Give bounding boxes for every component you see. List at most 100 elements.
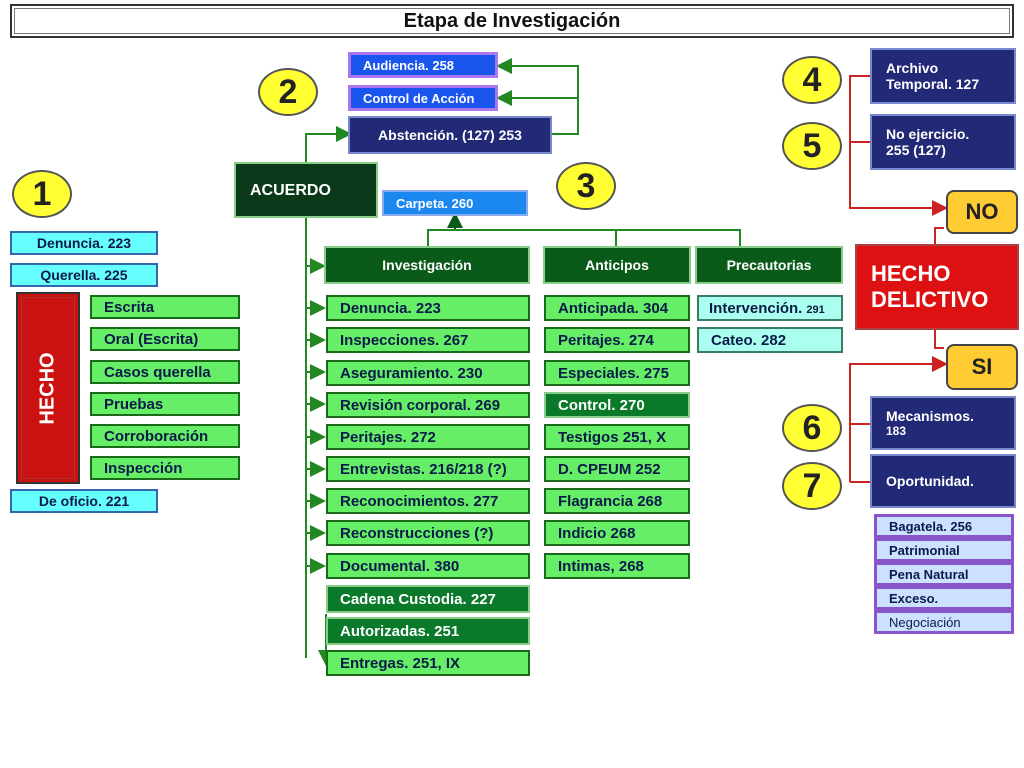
badge-one: 1	[12, 170, 72, 218]
intervencion-box: Intervención. 291	[697, 295, 843, 321]
si-badge: SI	[946, 344, 1018, 390]
ant-item-4: Testigos 251, X	[544, 424, 690, 450]
inv-item-label: Entregas. 251, IX	[340, 654, 461, 672]
badge-three: 3	[556, 162, 616, 210]
inv-item-label: Revisión corporal. 269	[340, 396, 501, 414]
anticipos-header: Anticipos	[543, 246, 691, 284]
form-oral: Oral (Escrita)	[90, 327, 240, 351]
inv-item-7: Reconstrucciones (?)	[326, 520, 530, 546]
ant-item-label: Indicio 268	[558, 524, 636, 542]
oportunidad-item-3: Exceso.	[874, 586, 1014, 610]
oportunidad-item-label: Pena Natural	[889, 566, 969, 582]
ant-item-label: Testigos 251, X	[558, 428, 667, 446]
badge-five: 5	[782, 122, 842, 170]
ant-item-7: Indicio 268	[544, 520, 690, 546]
mecanismos-box: Mecanismos. 183	[870, 396, 1016, 450]
badge-four: 4	[782, 56, 842, 104]
no-label: NO	[965, 199, 999, 224]
ant-item-label: Flagrancia 268	[558, 492, 663, 510]
inv-item-label: Autorizadas. 251	[340, 622, 460, 640]
badge-six: 6	[782, 404, 842, 452]
inv-item-label: Peritajes. 272	[340, 428, 436, 446]
hecho-delictivo-box: HECHO DELICTIVO	[855, 244, 1019, 330]
cateo-label: Cateo. 282	[711, 331, 787, 349]
oportunidad-item-4: Negociación	[874, 610, 1014, 634]
oportunidad-item-label: Negociación	[889, 614, 961, 630]
archivo-label: Archivo	[886, 60, 939, 76]
precautorias-header-label: Precautorias	[726, 257, 812, 273]
archivo-temporal-box: Archivo Temporal. 127	[870, 48, 1016, 104]
form-label: Oral (Escrita)	[104, 330, 199, 348]
ant-item-label: Especiales. 275	[558, 364, 669, 382]
form-label: Escrita	[104, 298, 155, 316]
form-escrita: Escrita	[90, 295, 240, 319]
ant-item-3: Control. 270	[544, 392, 690, 418]
inv-item-6: Reconocimientos. 277	[326, 488, 530, 514]
hecho-delictivo-label-1: HECHO	[871, 261, 951, 286]
hecho-label: HECHO	[36, 351, 59, 425]
intervencion-number: 291	[806, 304, 825, 316]
oportunidad-item-0: Bagatela. 256	[874, 514, 1014, 538]
mecanismos-number: 183	[886, 424, 907, 438]
inv-item-label: Documental. 380	[340, 557, 460, 575]
inv-item-label: Aseguramiento. 230	[340, 364, 483, 382]
inv-item-5: Entrevistas. 216/218 (?)	[326, 456, 530, 482]
hecho-delictivo-label-2: DELICTIVO	[871, 287, 989, 312]
inv-item-label: Reconstrucciones (?)	[340, 524, 494, 542]
form-pruebas: Pruebas	[90, 392, 240, 416]
investigacion-header-label: Investigación	[382, 257, 472, 273]
abstencion-box: Abstención. (127) 253	[348, 116, 552, 154]
form-inspeccion: Inspección	[90, 456, 240, 480]
form-casos-querella: Casos querella	[90, 360, 240, 384]
acuerdo-box: ACUERDO	[234, 162, 378, 218]
inv-item-1: Inspecciones. 267	[326, 327, 530, 353]
no-badge: NO	[946, 190, 1018, 234]
ant-item-8: Intimas, 268	[544, 553, 690, 579]
ant-item-2: Especiales. 275	[544, 360, 690, 386]
oportunidad-item-label: Bagatela. 256	[889, 518, 973, 534]
de-oficio-box: De oficio. 221	[10, 489, 158, 513]
form-label: Corroboración	[104, 427, 209, 445]
de-oficio-label: De oficio. 221	[38, 493, 130, 509]
form-label: Inspección	[104, 459, 183, 477]
no-ejercicio-label: No ejercicio.	[886, 126, 970, 142]
querella-label: Querella. 225	[40, 267, 128, 283]
si-label: SI	[971, 354, 993, 379]
no-ejercicio-number: 255 (127)	[886, 142, 946, 158]
inv-item-0: Denuncia. 223	[326, 295, 530, 321]
badge-two: 2	[258, 68, 318, 116]
inv-item-label: Denuncia. 223	[340, 299, 441, 317]
oportunidad-item-label: Exceso.	[889, 590, 939, 606]
ant-item-label: Peritajes. 274	[558, 331, 654, 349]
acuerdo-label: ACUERDO	[250, 182, 331, 199]
ant-item-0: Anticipada. 304	[544, 295, 690, 321]
inv-item-8: Documental. 380	[326, 553, 530, 579]
ant-item-5: D. CPEUM 252	[544, 456, 690, 482]
inv-dark-item-0: Cadena Custodia. 227	[326, 585, 530, 613]
ant-item-label: D. CPEUM 252	[558, 460, 661, 478]
carpeta-box: Carpeta. 260	[382, 190, 528, 216]
badge-seven: 7	[782, 462, 842, 510]
audiencia-box: Audiencia. 258	[348, 52, 498, 78]
anticipos-header-label: Anticipos	[585, 257, 649, 273]
oportunidad-label: Oportunidad.	[886, 473, 974, 489]
ant-item-label: Control. 270	[558, 396, 645, 414]
ant-item-label: Anticipada. 304	[558, 299, 669, 317]
audiencia-label: Audiencia. 258	[363, 57, 455, 73]
abstencion-label: Abstención. (127) 253	[378, 127, 522, 143]
title-bar: Etapa de Investigación	[10, 4, 1014, 38]
ant-item-1: Peritajes. 274	[544, 327, 690, 353]
inv-item-label: Reconocimientos. 277	[340, 492, 499, 510]
oportunidad-item-2: Pena Natural	[874, 562, 1014, 586]
ant-item-6: Flagrancia 268	[544, 488, 690, 514]
inv-item-label: Cadena Custodia. 227	[340, 590, 496, 608]
intervencion-label: Intervención.	[709, 299, 803, 317]
control-accion-label: Control de Acción	[363, 90, 475, 106]
form-label: Casos querella	[104, 363, 211, 381]
no-ejercicio-box: No ejercicio. 255 (127)	[870, 114, 1016, 170]
hecho-block: HECHO	[16, 292, 80, 484]
oportunidad-item-1: Patrimonial	[874, 538, 1014, 562]
inv-dark-item-1: Autorizadas. 251	[326, 617, 530, 645]
archivo-number: Temporal. 127	[886, 76, 980, 92]
